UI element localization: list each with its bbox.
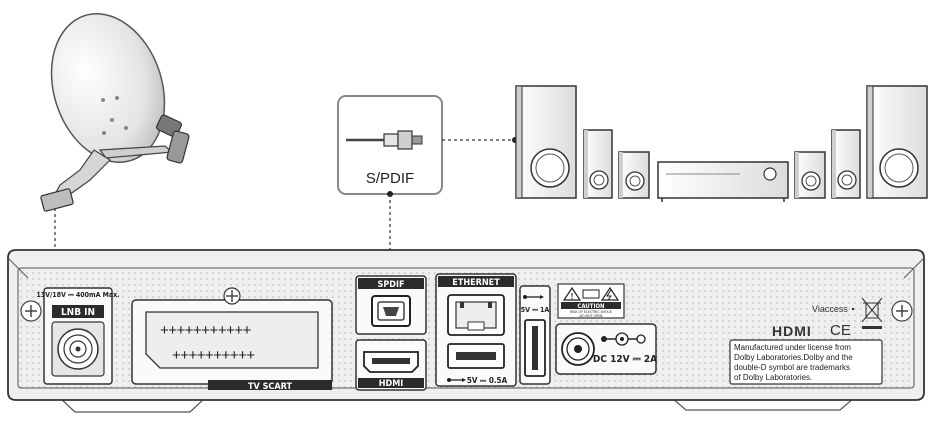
speaker-system <box>515 85 928 202</box>
usb-icon <box>447 378 466 382</box>
speaker-icon <box>583 129 613 199</box>
certification-logos: Viaccess HDMI CE <box>772 297 883 339</box>
speaker-icon <box>794 151 826 199</box>
lnb-spec-label: 13V/18V ⎓ 400mA Max. <box>36 291 119 299</box>
speaker-icon <box>515 85 577 199</box>
caution-title: CAUTION <box>577 303 605 310</box>
spdif-port-label: SPDIF <box>377 280 404 290</box>
usb-rear-port[interactable]: 5V ⎓ 0.5A <box>447 343 508 385</box>
caution-label: ! CAUTION RISK OF ELECTRIC SHOCK DO NOT … <box>557 283 625 319</box>
warning-triangle-icon <box>600 286 620 301</box>
spdif-callout-label: S/PDIF <box>366 170 414 187</box>
tv-scart-port[interactable]: TV SCART +++++++++++ ++++++++++ <box>131 287 333 392</box>
dolby-license-box: Manufactured under license from Dolby La… <box>729 339 883 385</box>
scart-pins: +++++++++++ ++++++++++ <box>160 322 256 364</box>
lnb-in-port[interactable]: 13V/18V ⎓ 400mA Max. LNB IN <box>36 287 120 385</box>
speaker-icon <box>866 85 928 199</box>
caution-sub2: DO NOT OPEN <box>580 314 604 318</box>
caution-sub1: RISK OF ELECTRIC SHOCK <box>570 310 613 314</box>
svg-text:+++++++++++: +++++++++++ <box>160 322 252 339</box>
ce-mark: CE <box>830 322 851 339</box>
speaker-icon <box>618 151 650 199</box>
dolby-line-4: of Dolby Laboratories. <box>734 373 812 382</box>
svg-text:++++++++++: ++++++++++ <box>172 347 255 364</box>
lnb-in-label: LNB IN <box>61 307 95 318</box>
screw-icon <box>891 300 913 322</box>
svg-text:!: ! <box>571 292 574 301</box>
dolby-line-1: Manufactured under license from <box>734 343 851 352</box>
hdmi-port[interactable]: HDMI <box>355 339 427 391</box>
dc-power-label: DC 12V ⎓ 2A <box>593 354 657 365</box>
dc-polarity-icon <box>601 332 646 346</box>
satellite-dish-icon <box>40 13 190 212</box>
warning-triangle-icon: ! <box>562 286 582 301</box>
hdmi-port-label: HDMI <box>379 379 404 389</box>
viaccess-logo: Viaccess <box>812 304 848 314</box>
dolby-line-2: Dolby Laboratories.Dolby and the <box>734 353 853 362</box>
ethernet-port-label: ETHERNET <box>452 278 500 288</box>
usb-icon <box>523 295 544 299</box>
av-receiver-icon <box>657 161 789 202</box>
speaker-icon <box>831 129 861 199</box>
tv-scart-label: TV SCART <box>248 382 292 392</box>
usb-side-rating: 5V ⎓ 1A <box>521 306 550 314</box>
set-top-box-rear-panel: 13V/18V ⎓ 400mA Max. LNB IN TV SCART +++… <box>7 249 925 413</box>
ethernet-port[interactable]: ETHERNET <box>435 273 517 387</box>
spdif-callout: S/PDIF <box>337 95 443 197</box>
screw-icon <box>20 300 42 322</box>
crossed-bin-icon <box>861 297 883 329</box>
usb-side-port[interactable]: 5V ⎓ 1A <box>519 285 551 385</box>
spdif-port[interactable]: SPDIF <box>355 275 427 335</box>
hdmi-logo: HDMI <box>772 323 812 339</box>
dc-power-port[interactable]: DC 12V ⎓ 2A <box>555 323 657 375</box>
usb-rear-rating: 5V ⎓ 0.5A <box>467 376 508 385</box>
dolby-line-3: double-D symbol are trademarks <box>734 363 850 372</box>
